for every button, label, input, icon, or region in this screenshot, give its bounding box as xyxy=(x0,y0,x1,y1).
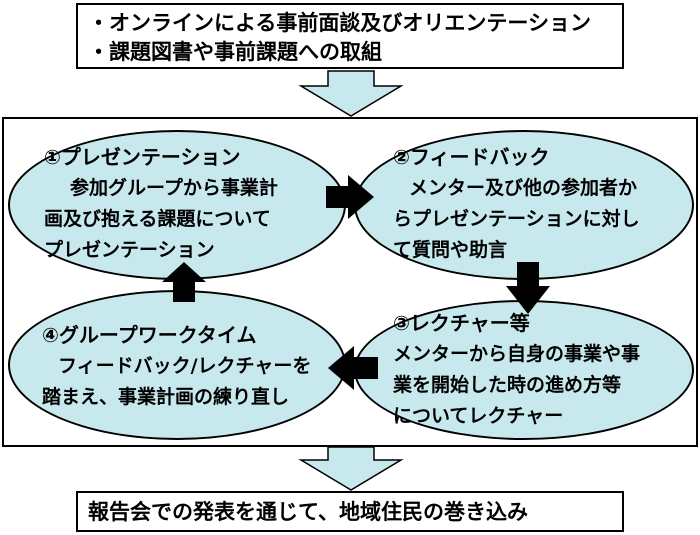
step-3-text: ③レクチャー等 メンターから自身の事業や事 業を開始した時の進め方等 についてレ… xyxy=(393,308,640,432)
step-4-text: ④グループワークタイム フィードバック/レクチャーを 踏まえ、事業計画の練り直し xyxy=(42,320,311,413)
step-2-line-2: らプレゼンテーションに対し xyxy=(393,208,640,230)
cycle-arrow-right xyxy=(326,175,374,219)
step-3-heading: ③レクチャー等 xyxy=(393,311,530,335)
step-1-text: ①プレゼンテーション 参加グループから事業計 画及び抱える課題について プレゼン… xyxy=(44,142,278,266)
step-4-line-1: フィードバック/レクチャーを xyxy=(58,355,312,377)
step-3-line-1: メンターから自身の事業や事 xyxy=(393,343,641,365)
outcome-text: 報告会での発表を通じて、地域住民の巻き込み xyxy=(88,500,528,524)
step-1-line-1: 参加グループから事業計 xyxy=(70,177,278,199)
preparation-item-assignments: ・課題図書や事前課題への取組 xyxy=(88,40,382,64)
cycle-arrow-up xyxy=(162,262,206,302)
step-2-line-1: メンター及び他の参加者か xyxy=(409,177,638,199)
flow-arrow-down-top xyxy=(298,70,404,117)
step-1-line-2: 画及び抱える課題について xyxy=(44,208,271,230)
step-1-line-3: プレゼンテーション xyxy=(44,239,215,261)
preparation-item-online-interview: ・オンラインによる事前面談及びオリエンテーション xyxy=(88,11,591,35)
step-3-line-2: 業を開始した時の進め方等 xyxy=(393,374,622,396)
step-4-heading: ④グループワークタイム xyxy=(42,323,257,347)
flow-arrow-down-bottom xyxy=(298,446,404,491)
step-2-line-3: て質問や助言 xyxy=(393,239,508,261)
cycle-arrow-down xyxy=(506,262,550,314)
step-2-heading: ②フィードバック xyxy=(393,145,550,169)
outcome-box: 報告会での発表を通じて、地域住民の巻き込み xyxy=(76,491,624,532)
step-1-ellipse xyxy=(8,130,346,280)
step-3-line-3: についてレクチャー xyxy=(393,405,564,427)
step-2-text: ②フィードバック メンター及び他の参加者か らプレゼンテーションに対し て質問や… xyxy=(393,142,640,266)
step-3-ellipse xyxy=(354,300,694,440)
step-4-ellipse xyxy=(8,290,346,440)
cycle-arrow-left xyxy=(328,346,378,390)
step-1-heading: ①プレゼンテーション xyxy=(44,145,241,169)
preparation-box: ・オンラインによる事前面談及びオリエンテーション ・課題図書や事前課題への取組 xyxy=(76,3,624,69)
step-4-line-2: 踏まえ、事業計画の練り直し xyxy=(42,386,290,408)
